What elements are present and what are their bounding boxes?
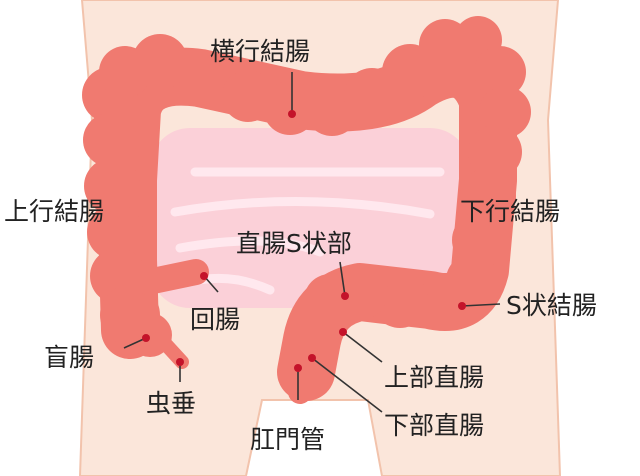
label-lower-rectum: 下部直腸 (384, 411, 484, 440)
label-cecum: 盲腸 (44, 343, 94, 372)
ileum-stub (135, 259, 209, 295)
label-descending-colon: 下行結腸 (460, 197, 560, 226)
colon (82, 16, 531, 404)
label-ileum: 回腸 (190, 305, 240, 334)
label-rectosigmoid: 直腸S状部 (236, 229, 352, 258)
label-upper-rectum: 上部直腸 (384, 363, 484, 392)
small-intestine (150, 128, 470, 308)
label-transverse-colon: 横行結腸 (210, 37, 310, 66)
marker-dots (142, 110, 466, 372)
label-appendix: 虫垂 (146, 389, 196, 418)
label-ascending-colon: 上行結腸 (4, 197, 104, 226)
leader-lines (123, 72, 501, 413)
appendix-shape (153, 331, 189, 369)
label-anal-canal: 肛門管 (250, 425, 325, 454)
rectum-shape (288, 348, 318, 404)
label-sigmoid-colon: S状結腸 (506, 291, 597, 320)
